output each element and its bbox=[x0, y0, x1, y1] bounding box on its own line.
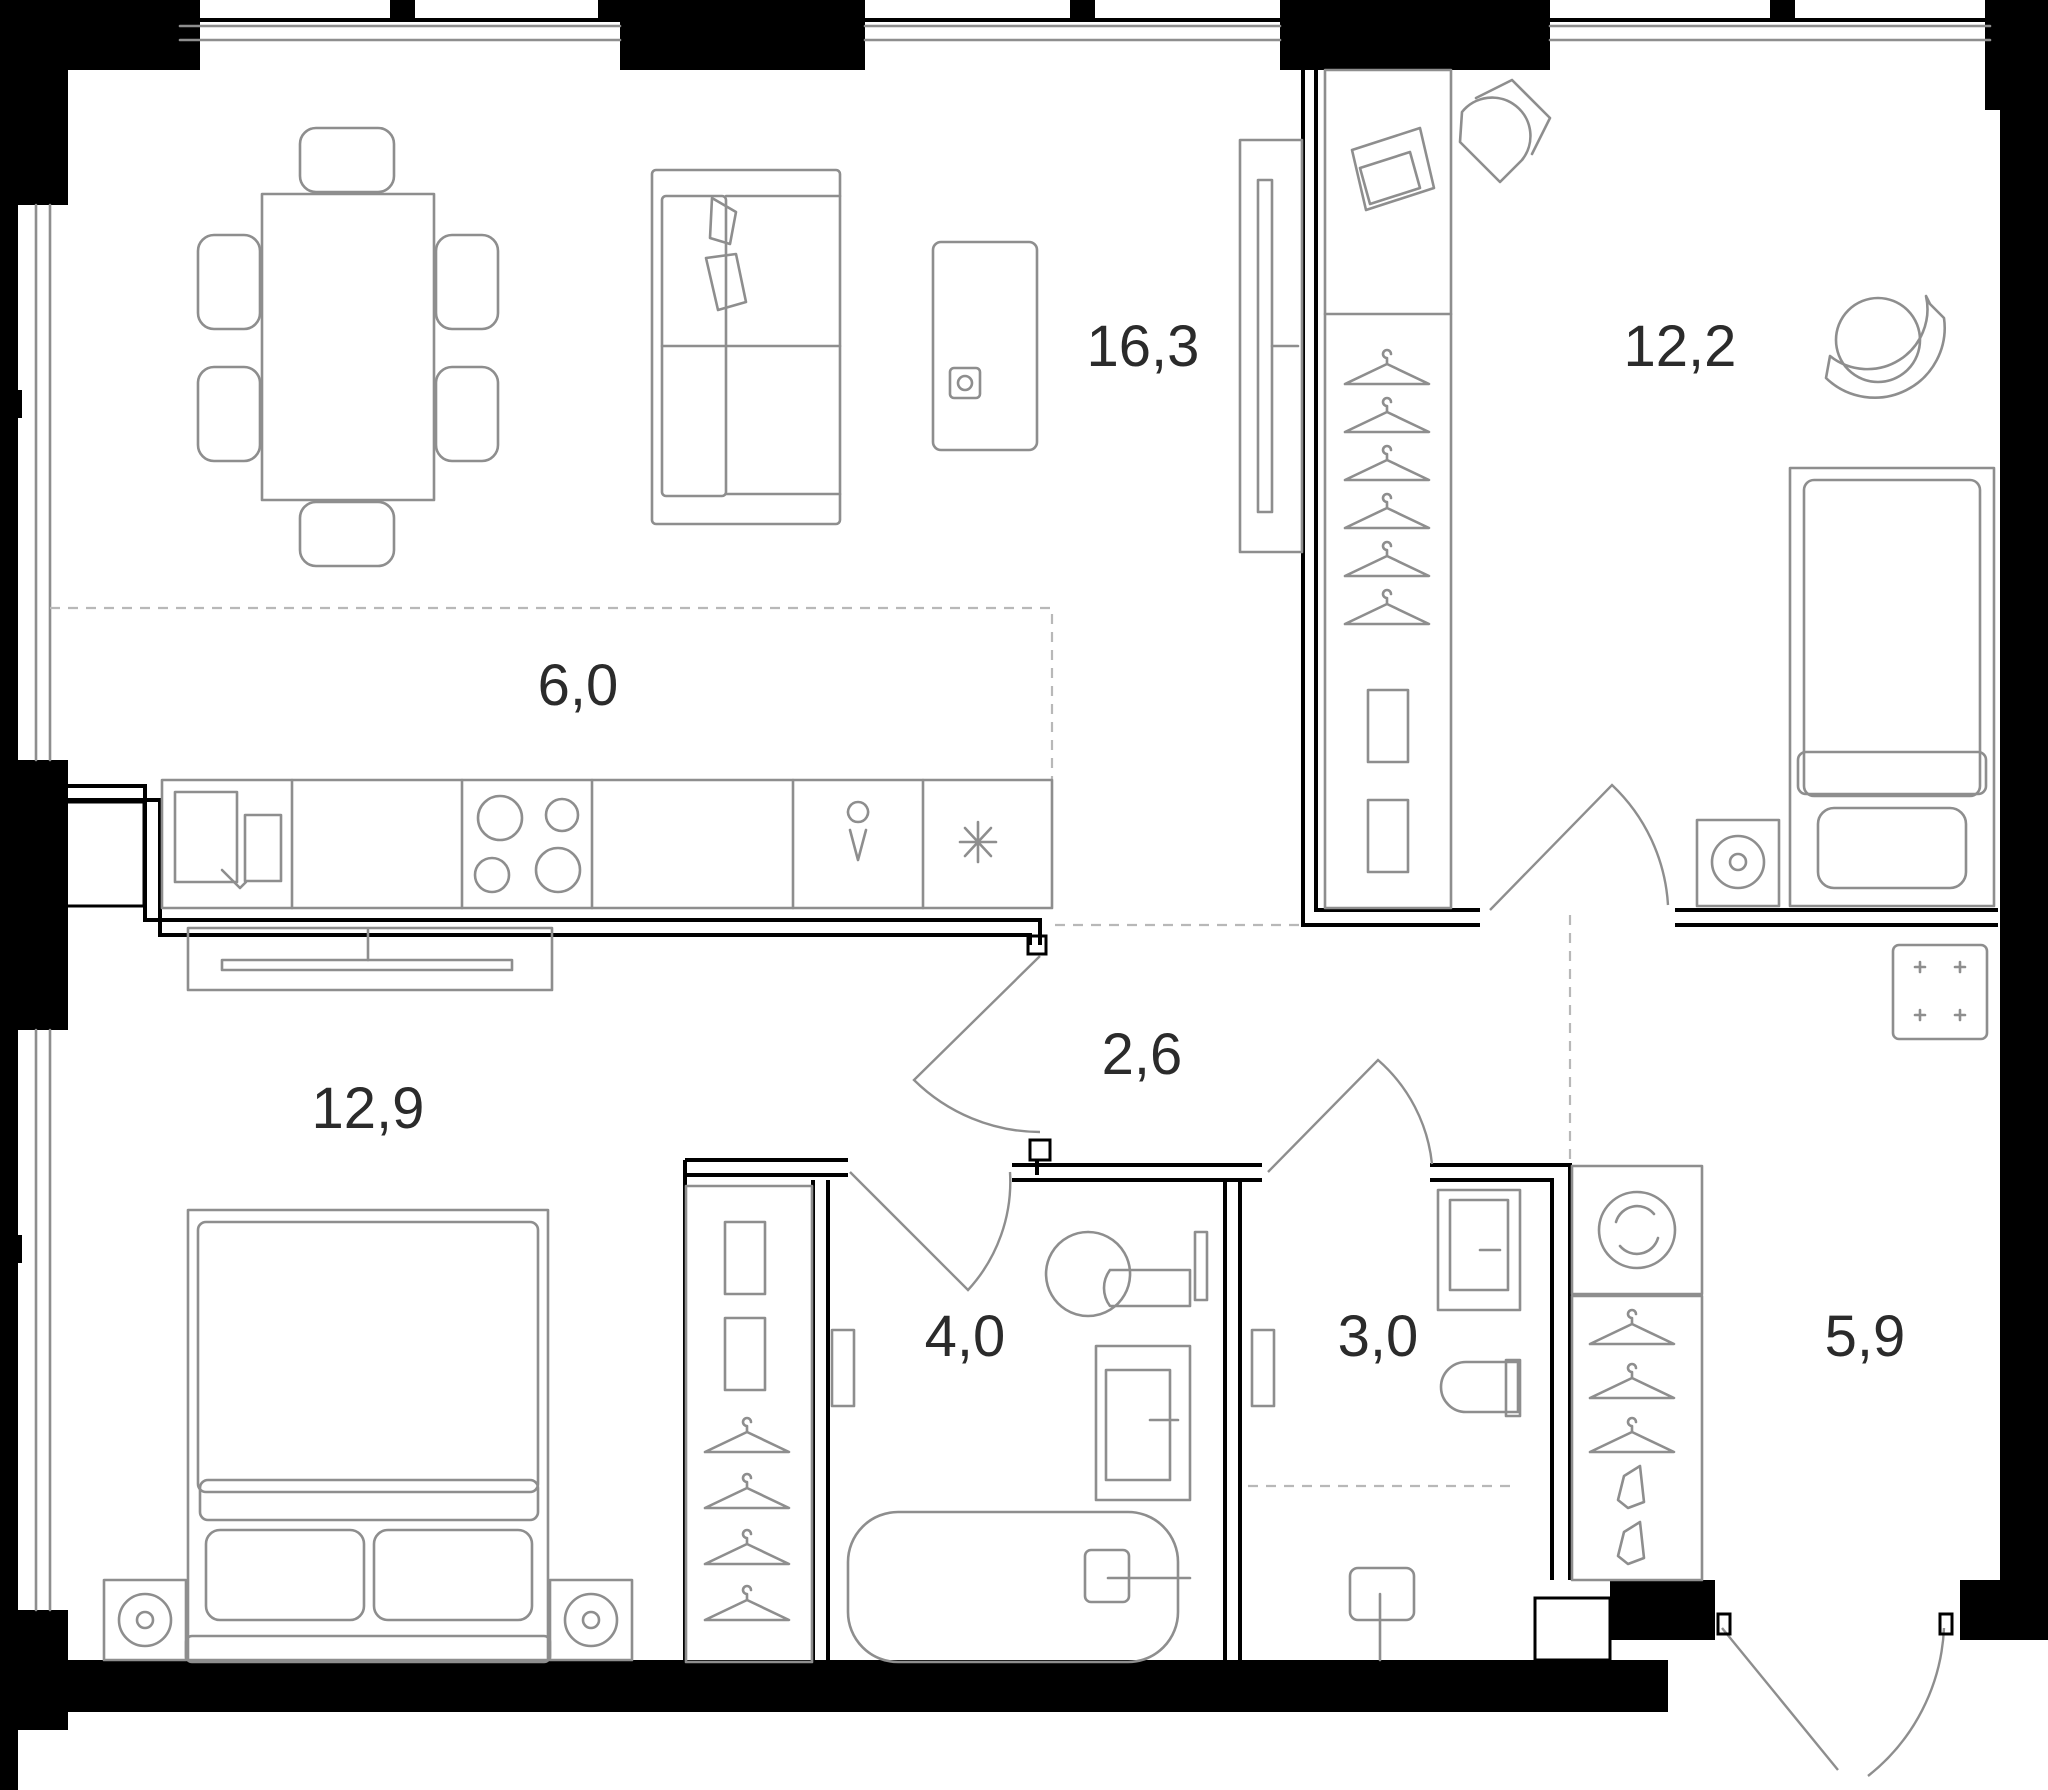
tv-stand-left bbox=[186, 926, 554, 992]
area-labels: 16,3 6,0 12,2 2,6 12,9 4,0 3,0 5,9 bbox=[312, 314, 1906, 1369]
door-bathroom bbox=[849, 1171, 1012, 1292]
entry-jamb-left bbox=[1716, 1612, 1732, 1636]
area-kitchen: 6,0 bbox=[538, 653, 619, 718]
interior-walls bbox=[60, 68, 1998, 1665]
entry-jamb-right bbox=[1938, 1612, 1954, 1636]
bed-right bbox=[1695, 466, 1996, 908]
bed-left bbox=[102, 1208, 634, 1664]
door-toilet bbox=[1267, 1058, 1434, 1173]
desk-chair bbox=[1458, 78, 1552, 184]
area-living: 16,3 bbox=[1087, 314, 1200, 379]
wardrobe-left bbox=[684, 1184, 814, 1664]
zone-lines bbox=[50, 606, 1572, 1160]
wardrobe-right bbox=[1323, 68, 1453, 910]
armchair bbox=[1824, 294, 1946, 399]
door-bedroom-right bbox=[1489, 783, 1670, 911]
door-bedroom-left bbox=[912, 955, 1041, 1134]
tv-unit bbox=[1238, 138, 1304, 554]
entry-fixtures bbox=[1570, 943, 1989, 1582]
door-entry bbox=[1721, 1627, 1946, 1777]
area-toilet: 3,0 bbox=[1338, 1304, 1419, 1369]
sofa bbox=[650, 168, 842, 526]
area-hall: 2,6 bbox=[1102, 1022, 1183, 1087]
kitchen-counter bbox=[160, 778, 1054, 910]
toilet-fixtures bbox=[1248, 1188, 1522, 1662]
area-bedroom-left: 12,9 bbox=[312, 1076, 425, 1141]
area-entry: 5,9 bbox=[1825, 1304, 1906, 1369]
area-bathroom: 4,0 bbox=[925, 1304, 1006, 1369]
bathroom-fixtures bbox=[830, 1230, 1209, 1664]
area-bedroom-right: 12,2 bbox=[1624, 314, 1737, 379]
windows bbox=[34, 24, 1992, 1612]
dining-table bbox=[196, 126, 500, 568]
coffee-table bbox=[931, 240, 1039, 452]
